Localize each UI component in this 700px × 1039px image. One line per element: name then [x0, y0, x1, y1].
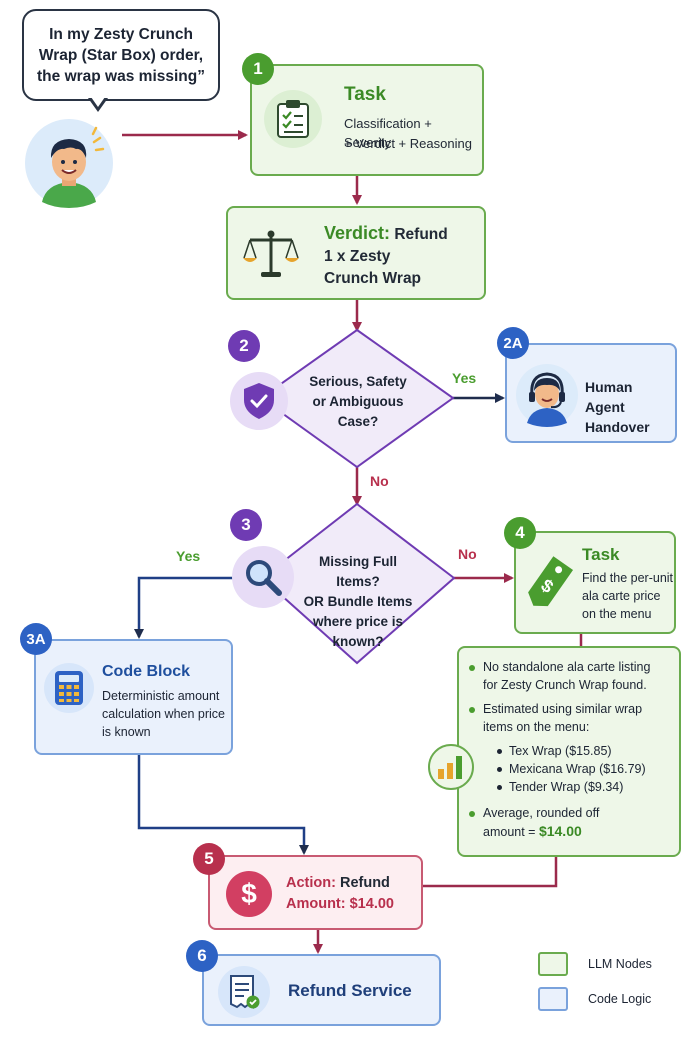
human-agent-text: Human Agent Handover — [585, 377, 675, 437]
clipboard-icon — [264, 90, 322, 148]
badge-6: 6 — [186, 940, 218, 972]
task4-line3: on the menu — [582, 607, 652, 621]
notes-item-2: Mexicana Wrap ($16.79) — [495, 760, 677, 778]
code-block-line3: is known — [102, 725, 151, 739]
decision3-line1: Missing Full Items? — [318, 554, 397, 589]
decision2-line2: or Ambiguous — [312, 394, 404, 409]
notes-list: No standalone ala carte listing for Zest… — [469, 658, 677, 841]
code-block-node: Code Block Deterministic amount calculat… — [34, 639, 233, 755]
customer-avatar — [24, 118, 114, 208]
notes-bullet-2: Estimated using similar wrap items on th… — [469, 700, 677, 736]
notes-b2-line1: Estimated using similar wrap — [483, 702, 643, 716]
bubble-tail-inner — [91, 97, 105, 107]
badge-5: 5 — [193, 843, 225, 875]
action-line2: Amount: $14.00 — [286, 896, 394, 912]
badge-3a: 3A — [20, 623, 52, 655]
task4-line1: Find the per-unit — [582, 571, 674, 585]
decision3-line4: known? — [332, 634, 384, 649]
action-text: Action: Refund Amount: $14.00 — [286, 873, 394, 915]
notes-bullet-1: No standalone ala carte listing for Zest… — [469, 658, 677, 694]
verdict-line1: Refund — [394, 226, 448, 243]
badge-2a: 2A — [497, 327, 529, 359]
code-block-text: Deterministic amount calculation when pr… — [102, 687, 225, 741]
notes-item-1: Tex Wrap ($15.85) — [495, 742, 677, 760]
task1-title: Task — [344, 84, 386, 105]
bar-chart-icon — [428, 744, 474, 790]
calculator-icon — [44, 663, 94, 713]
badge-2: 2 — [228, 330, 260, 362]
badge-4: 4 — [504, 517, 536, 549]
human-agent-line1: Human Agent — [585, 379, 633, 415]
verdict-label: Verdict: — [324, 223, 391, 243]
task1-text-1: Classification + Severity — [344, 116, 432, 150]
badge-3: 3 — [230, 509, 262, 541]
task4-title: Task — [582, 545, 620, 564]
task4-text: Find the per-unit ala carte price on the… — [582, 569, 673, 623]
decision3-text: Missing Full Items? OR Bundle Items wher… — [296, 552, 420, 652]
decision3-no-label: No — [458, 546, 477, 562]
refund-service-node: Refund Service — [202, 954, 441, 1026]
verdict-text: Verdict: Refund 1 x Zesty Crunch Wrap — [324, 222, 448, 290]
verdict-line2: 1 x Zesty — [324, 248, 391, 265]
notes-item-3: Tender Wrap ($9.34) — [495, 778, 677, 796]
task4-node: $ Task Find the per-unit ala carte price… — [514, 531, 676, 634]
code-block-line2: calculation when price — [102, 707, 225, 721]
legend-code-swatch — [538, 987, 568, 1011]
badge-1: 1 — [242, 53, 274, 85]
code-block-line1: Deterministic amount — [102, 689, 220, 703]
decision3-diamond — [260, 502, 456, 665]
decision2-line3: Case? — [337, 414, 379, 429]
notes-b3-amount: $14.00 — [538, 823, 582, 839]
notes-bullet-3: Average, rounded off amount = $14.00 — [469, 804, 677, 841]
price-tag-icon: $ — [524, 551, 576, 613]
magnifier-icon — [232, 546, 294, 608]
decision2-no-label: No — [370, 473, 389, 489]
legend-llm-label: LLM Nodes — [588, 957, 652, 971]
task4-line2: ala carte price — [582, 589, 661, 603]
decision2-text: Serious, Safety or Ambiguous Case? — [300, 372, 416, 432]
decision2-yes-label: Yes — [452, 370, 477, 386]
decision3-line2: OR Bundle Items — [303, 594, 413, 609]
decision2-line1: Serious, Safety — [309, 374, 407, 389]
task1-text-2: + Verdict + Reasoning — [344, 136, 472, 151]
notes-b3-line2: amount = — [483, 825, 536, 839]
line-notes-to-action — [423, 857, 558, 888]
task1-node: Task Classification + Severity + Verdict… — [250, 64, 484, 176]
headset-agent-icon — [515, 363, 579, 427]
arrow-code-to-action — [137, 755, 309, 855]
complaint-text: In my Zesty Crunch Wrap (Star Box) order… — [37, 25, 205, 85]
notes-b1-line2: for Zesty Crunch Wrap found. — [483, 678, 647, 692]
arrow-decision3-yes — [134, 576, 242, 639]
human-agent-line2: Handover — [585, 419, 650, 435]
price-notes-node: No standalone ala carte listing for Zest… — [457, 646, 681, 857]
action-node: $ Action: Refund Amount: $14.00 — [208, 855, 423, 930]
notes-b2-line2: items on the menu: — [483, 720, 590, 734]
notes-b1-line1: No standalone ala carte listing — [483, 660, 651, 674]
verdict-line3: Crunch Wrap — [324, 270, 422, 287]
legend: LLM Nodes Code Logic — [538, 952, 688, 1022]
refund-service-title: Refund Service — [288, 981, 412, 1000]
action-label: Action: — [286, 875, 336, 891]
legend-llm-swatch — [538, 952, 568, 976]
receipt-icon — [218, 966, 270, 1018]
scales-icon — [242, 228, 300, 280]
dollar-icon: $ — [226, 871, 272, 917]
code-block-title: Code Block — [102, 663, 191, 680]
verdict-node: Verdict: Refund 1 x Zesty Crunch Wrap — [226, 206, 486, 300]
shield-icon — [230, 372, 288, 430]
legend-code-label: Code Logic — [588, 992, 652, 1006]
decision2-diamond — [259, 328, 455, 469]
notes-wrap-items: Tex Wrap ($15.85) Mexicana Wrap ($16.79)… — [495, 742, 677, 796]
action-line1: Refund — [339, 875, 390, 891]
human-agent-node: Human Agent Handover — [505, 343, 677, 443]
notes-b3-line1: Average, rounded off — [483, 806, 600, 820]
decision3-yes-label: Yes — [176, 548, 201, 564]
decision3-line3: where price is — [312, 614, 404, 629]
complaint-bubble: In my Zesty Crunch Wrap (Star Box) order… — [22, 9, 220, 101]
